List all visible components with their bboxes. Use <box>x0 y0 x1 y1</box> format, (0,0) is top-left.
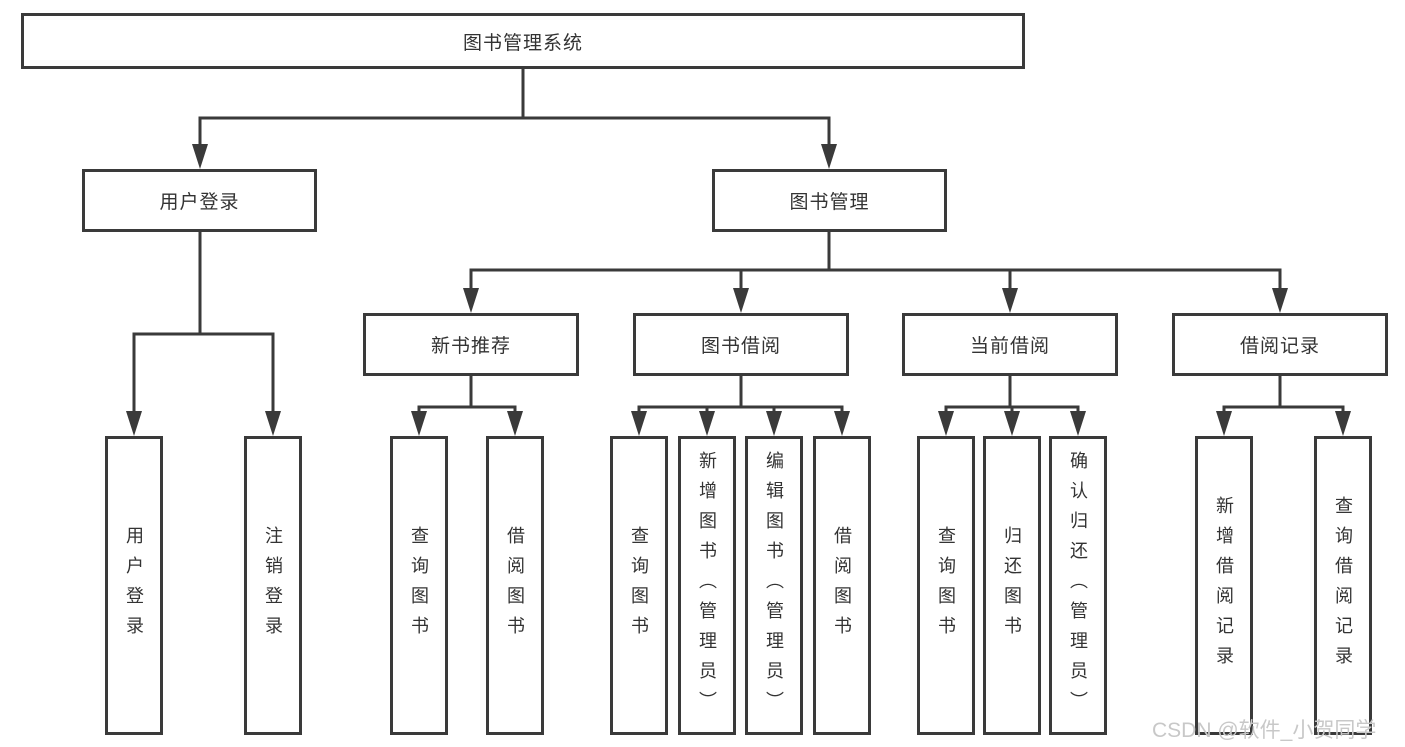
leaf-user-login: 用户登录 <box>105 436 163 735</box>
leaf-label: 注销登录 <box>263 525 283 646</box>
node-label: 用户登录 <box>159 192 240 213</box>
leaf-query-books-borrow: 查询图书 <box>610 436 668 735</box>
node-label: 图书管理系统 <box>462 32 583 54</box>
csdn-watermark: CSDN @软件_小贺同学 <box>1152 719 1377 742</box>
node-library-management-system: 图书管理系统 <box>21 13 1025 69</box>
leaf-add-borrow-record: 新增借阅记录 <box>1195 436 1253 735</box>
node-current-borrowing: 当前借阅 <box>902 313 1118 376</box>
leaf-borrow-books: 借阅图书 <box>813 436 871 735</box>
leaf-label: 查询图书 <box>409 525 429 646</box>
leaf-query-books-current: 查询图书 <box>917 436 975 735</box>
node-label: 当前借阅 <box>969 336 1050 357</box>
leaf-query-books-recommend: 查询图书 <box>390 436 448 735</box>
leaf-label: 用户登录 <box>124 525 144 646</box>
node-user-login: 用户登录 <box>82 169 317 232</box>
leaf-label: 新增图书（管理员） <box>697 450 717 721</box>
node-book-management: 图书管理 <box>712 169 947 232</box>
leaf-label: 查询图书 <box>629 525 649 646</box>
leaf-label: 归还图书 <box>1002 525 1022 646</box>
leaf-label: 借阅图书 <box>505 525 525 646</box>
leaf-confirm-return-admin: 确认归还（管理员） <box>1049 436 1107 735</box>
leaf-logout: 注销登录 <box>244 436 302 735</box>
leaf-query-borrow-record: 查询借阅记录 <box>1314 436 1372 735</box>
leaf-label: 查询借阅记录 <box>1333 495 1353 676</box>
node-new-book-recommendation: 新书推荐 <box>363 313 579 376</box>
leaf-label: 确认归还（管理员） <box>1068 450 1088 721</box>
leaf-label: 借阅图书 <box>832 525 852 646</box>
node-label: 借阅记录 <box>1239 336 1320 357</box>
node-label: 图书管理 <box>789 192 870 213</box>
node-book-borrowing: 图书借阅 <box>633 313 849 376</box>
leaf-add-book-admin: 新增图书（管理员） <box>678 436 736 735</box>
node-label: 新书推荐 <box>430 336 511 357</box>
leaf-label: 查询图书 <box>936 525 956 646</box>
node-borrowing-records: 借阅记录 <box>1172 313 1388 376</box>
leaf-label: 新增借阅记录 <box>1214 495 1234 676</box>
leaf-return-book: 归还图书 <box>983 436 1041 735</box>
node-label: 图书借阅 <box>700 336 781 357</box>
leaf-borrow-books-recommend: 借阅图书 <box>486 436 544 735</box>
leaf-edit-book-admin: 编辑图书（管理员） <box>745 436 803 735</box>
leaf-label: 编辑图书（管理员） <box>764 450 784 721</box>
